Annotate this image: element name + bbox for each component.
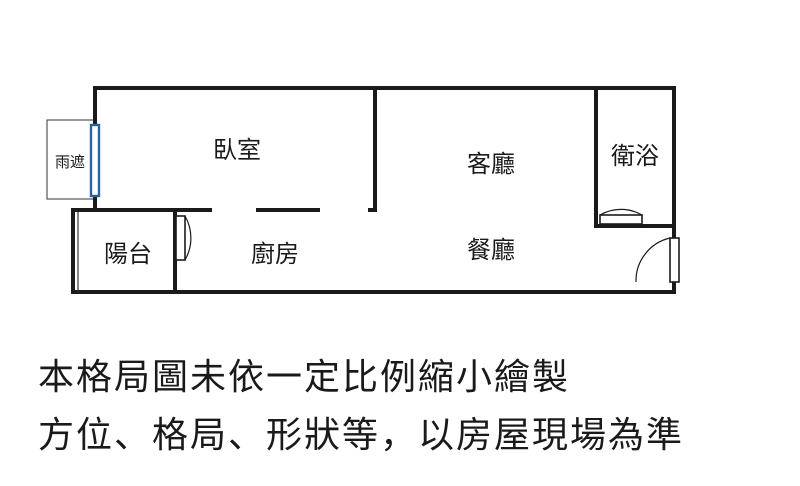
window-left (89, 123, 101, 198)
room-label-living-room: 客廳 (467, 150, 515, 178)
room-label-bathroom: 衛浴 (611, 142, 659, 170)
floor-plan: 臥室 客廳 衛浴 雨遮 陽台 廚房 餐廳 (46, 86, 680, 294)
entrance-door (669, 237, 680, 283)
disclaimer-line-2: 方位、格局、形狀等，以房屋現場為準 (38, 415, 685, 456)
awning-outline (46, 119, 96, 200)
bathroom-door-swing (599, 208, 643, 216)
room-label-awning: 雨遮 (55, 153, 85, 171)
room-label-dining-room: 餐廳 (467, 236, 515, 264)
balcony-door-swing (184, 215, 192, 261)
room-label-kitchen: 廚房 (251, 240, 299, 268)
disclaimer-line-1: 本格局圖未依一定比例縮小繪製 (38, 357, 571, 398)
room-label-balcony: 陽台 (104, 240, 152, 268)
room-label-bedroom: 臥室 (213, 136, 261, 164)
entrance-door-swing (635, 237, 671, 283)
balcony-door (175, 215, 186, 261)
bathroom-door (599, 214, 643, 225)
